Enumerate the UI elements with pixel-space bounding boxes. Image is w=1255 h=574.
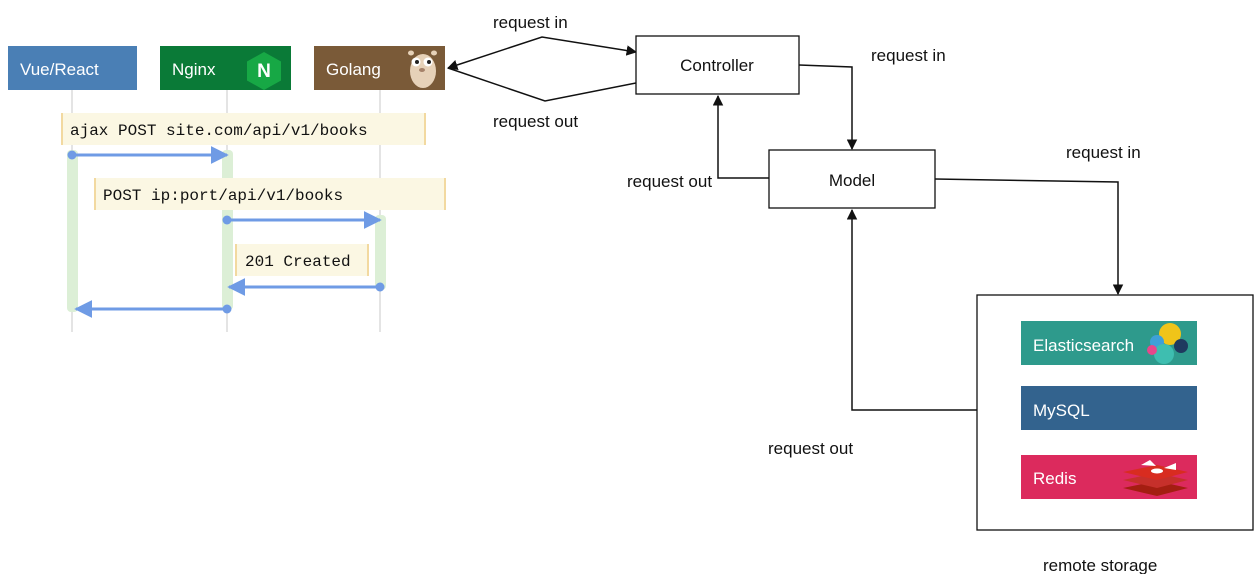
arrow-model-to-controller: [712, 94, 769, 179]
svg-text:201 Created: 201 Created: [245, 253, 351, 271]
label-controller-to-golang: request out: [493, 112, 578, 131]
svg-text:Redis: Redis: [1033, 469, 1076, 488]
gopher-icon: [408, 50, 437, 88]
controller-box: Controller: [635, 35, 800, 95]
svg-text:N: N: [257, 61, 271, 82]
message-arrow-1-start: [67, 150, 77, 160]
svg-text:POST ip:port/api/v1/books: POST ip:port/api/v1/books: [103, 187, 343, 205]
storage-item-mysql: MySQL: [1021, 386, 1197, 430]
remote-storage-caption: remote storage: [1043, 556, 1157, 574]
storage-item-redis: Redis: [1021, 455, 1197, 499]
message-arrow-3-start: [375, 282, 385, 292]
participant-vue-react: Vue/React: [8, 46, 137, 90]
participant-nginx: Nginx N: [160, 46, 291, 90]
svg-text:ajax POST site.com/api/v1/book: ajax POST site.com/api/v1/books: [70, 122, 368, 140]
label-controller-to-model: request in: [871, 46, 946, 65]
activation-vue: [67, 150, 78, 312]
label-storage-to-model: request out: [768, 439, 853, 458]
message-arrow-4-start: [222, 304, 232, 314]
arrow-model-to-storage: [934, 178, 1124, 296]
message-note-1: ajax POST site.com/api/v1/books: [61, 113, 426, 145]
svg-text:Vue/React: Vue/React: [20, 60, 99, 79]
arrow-controller-to-golang: [447, 67, 637, 102]
svg-text:MySQL: MySQL: [1033, 401, 1090, 420]
model-box: Model: [768, 149, 936, 209]
arrow-controller-to-model: [798, 64, 858, 151]
svg-text:Nginx: Nginx: [172, 60, 216, 79]
message-arrow-2-start: [222, 215, 232, 225]
arrow-storage-to-model: [846, 208, 977, 411]
storage-item-elasticsearch: Elasticsearch: [1021, 321, 1197, 365]
svg-text:Elasticsearch: Elasticsearch: [1033, 336, 1134, 355]
elasticsearch-logo-icon: [1147, 323, 1188, 364]
activation-golang: [375, 215, 386, 290]
message-note-3: 201 Created: [235, 244, 369, 276]
label-golang-to-controller: request in: [493, 13, 568, 32]
svg-text:Model: Model: [829, 171, 875, 190]
label-model-to-controller: request out: [627, 172, 712, 191]
label-model-to-storage: request in: [1066, 143, 1141, 162]
svg-text:Golang: Golang: [326, 60, 381, 79]
participant-golang: Golang: [314, 46, 445, 90]
arrow-golang-to-controller: [447, 36, 638, 71]
message-note-2: POST ip:port/api/v1/books: [94, 178, 446, 210]
nginx-logo-icon: N: [247, 52, 281, 90]
svg-text:Controller: Controller: [680, 56, 754, 75]
redis-logo-icon: [1123, 460, 1188, 496]
